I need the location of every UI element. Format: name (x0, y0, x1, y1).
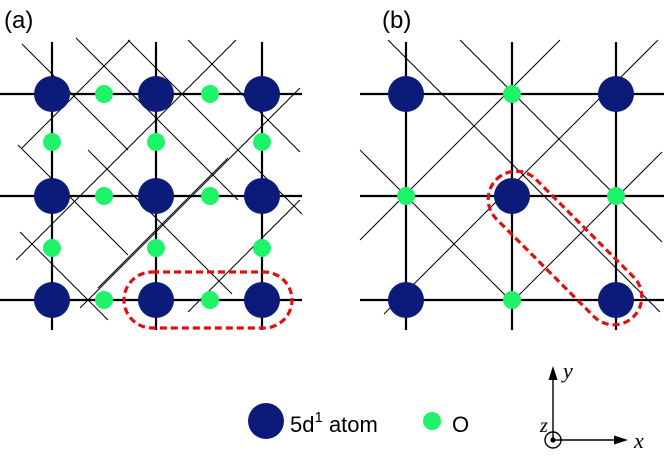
z-axis-out-of-plane-symbol (544, 431, 562, 449)
legend-atom-label-base: 5d (290, 412, 314, 437)
panel-b-5d1-atoms (388, 76, 634, 318)
y-axis-arrowhead (548, 366, 558, 380)
panel-b-oxygen-sites (397, 85, 625, 309)
legend-atom-label-sup: 1 (314, 409, 322, 426)
legend: 5d1 atom O (248, 403, 469, 439)
axes-indicator: y x z (539, 358, 644, 453)
panel-a-5d1-atoms (34, 76, 280, 318)
panel-b-highlight-dimer (486, 169, 644, 327)
z-axis-label: z (539, 415, 548, 437)
panel-b-label: (b) (382, 7, 411, 34)
legend-atom-marker (248, 403, 284, 439)
legend-atom-label-rest: atom (323, 412, 378, 437)
panel-b: (b) (359, 7, 664, 330)
legend-oxygen-marker (423, 412, 441, 430)
panel-a-highlight-dimer (122, 270, 294, 330)
panel-a: (a) (0, 7, 303, 330)
z-axis-dot (550, 437, 556, 443)
x-axis-arrowhead (614, 435, 628, 445)
panel-a-label: (a) (4, 7, 33, 34)
legend-atom-label: 5d1 atom (290, 409, 378, 437)
legend-oxygen-label: O (452, 412, 469, 437)
panel-a-oxygen-sites (43, 85, 271, 309)
x-axis-label: x (633, 428, 644, 453)
y-axis-label: y (561, 358, 573, 383)
